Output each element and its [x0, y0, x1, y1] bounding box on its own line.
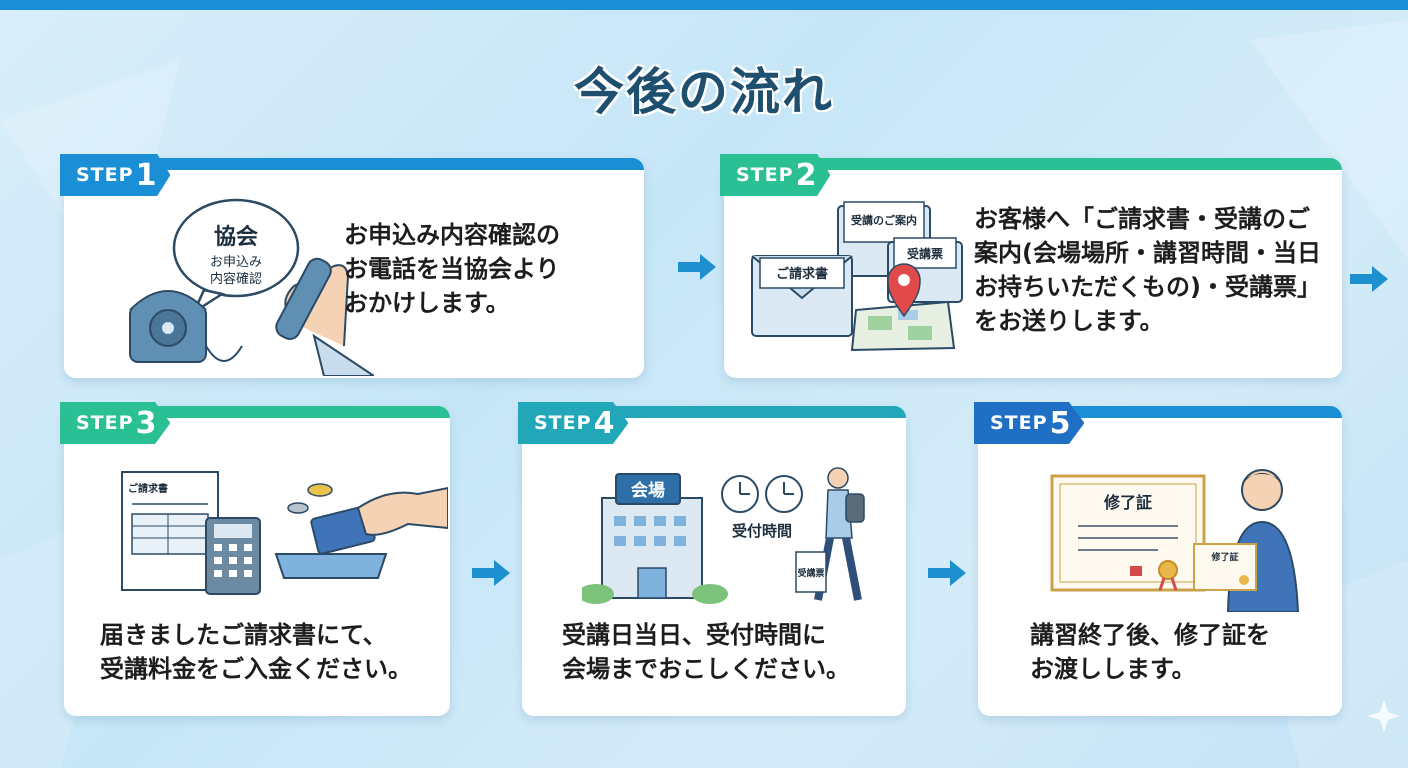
page-title: 今後の流れ — [574, 63, 834, 121]
ticket-label: 受講票 — [797, 567, 824, 579]
telephone-icon: 協会 お申込み 内容確認 — [129, 198, 374, 376]
arrow-right-icon — [1350, 266, 1388, 292]
step-5-description: 講習終了後、修了証を お渡しします。 — [1030, 618, 1270, 686]
step-3-tab: STEP 3 — [60, 402, 171, 444]
step-2-tab: STEP 2 — [720, 154, 831, 196]
text-line: 講習終了後、修了証を — [1030, 621, 1270, 649]
top-accent-bar — [0, 0, 1408, 10]
invoice-doc-title: ご請求書 — [128, 482, 168, 495]
envelope-label-ticket: 受講票 — [907, 246, 943, 261]
sparkle-icon — [1368, 700, 1400, 732]
step-number: 1 — [135, 157, 157, 193]
step-2-description: お客様へ「ご請求書・受講のご 案内(会場場所・講習時間・当日 お持ちいただくもの… — [974, 202, 1321, 338]
step-4-card: STEP 4 会場 受付時間 受講票 受講日当日、受付時間に 会場までおこしくだ… — [518, 402, 906, 716]
text-line: お申込み内容確認の — [344, 221, 560, 249]
text-line: お電話を当協会より — [344, 255, 560, 283]
bubble-line-2: 内容確認 — [210, 271, 262, 287]
text-line: をお送りします。 — [974, 307, 1164, 335]
step-3-card: STEP 3 ご請求書 届きましたご請求書にて、 受講料金をご入金ください。 — [60, 402, 450, 716]
certificate-big-title: 修了証 — [1103, 493, 1152, 512]
venue-sign: 会場 — [631, 480, 665, 501]
arrow-right-icon — [678, 254, 716, 280]
text-line: 届きましたご請求書にて、 — [100, 621, 387, 649]
step-number: 3 — [135, 405, 157, 441]
text-line: 受講日当日、受付時間に — [562, 621, 826, 649]
step-5-card: STEP 5 修了証 修了証 講習終了後、修了証を お渡しします。 — [974, 402, 1342, 716]
bubble-title: 協会 — [214, 224, 258, 250]
step-label: STEP — [736, 164, 794, 186]
step-1-card: STEP 1 協会 お申込み 内容確認 お申込み内容確認の お電話を当協会より … — [60, 154, 644, 378]
bubble-line-1: お申込み — [210, 255, 262, 270]
text-line: お持ちいただくもの)・受講票」 — [974, 273, 1321, 301]
step-3-description: 届きましたご請求書にて、 受講料金をご入金ください。 — [100, 618, 412, 686]
step-1-description: お申込み内容確認の お電話を当協会より おかけします。 — [344, 218, 560, 320]
clock-label: 受付時間 — [732, 522, 792, 540]
step-4-description: 受講日当日、受付時間に 会場までおこしください。 — [562, 618, 850, 686]
step-label: STEP — [76, 164, 134, 186]
step-number: 5 — [1049, 405, 1071, 441]
certificate-icon: 修了証 修了証 — [1050, 469, 1300, 612]
certificate-small-title: 修了証 — [1210, 551, 1238, 563]
text-line: お客様へ「ご請求書・受講のご — [974, 205, 1310, 233]
step-5-tab: STEP 5 — [974, 402, 1085, 444]
step-label: STEP — [990, 412, 1048, 434]
text-line: 受講料金をご入金ください。 — [100, 655, 412, 683]
envelope-label-guide: 受講のご案内 — [851, 213, 917, 227]
arrow-right-icon — [928, 560, 966, 586]
text-line: おかけします。 — [344, 289, 510, 317]
step-4-tab: STEP 4 — [518, 402, 629, 444]
text-line: お渡しします。 — [1030, 655, 1196, 683]
text-line: 会場までおこしください。 — [562, 655, 850, 683]
envelopes-map-icon: 受講のご案内 受講票 ご請求書 — [751, 201, 963, 352]
arrow-right-icon — [472, 560, 510, 586]
venue-building-icon: 会場 受付時間 受講票 — [582, 467, 865, 604]
step-1-tab: STEP 1 — [60, 154, 171, 196]
text-line: 案内(会場場所・講習時間・当日 — [974, 239, 1321, 267]
step-label: STEP — [76, 412, 134, 434]
step-2-card: STEP 2 受講のご案内 受講票 ご請求書 お客様へ「ご請求書・受講のご 案内… — [720, 154, 1342, 378]
envelope-label-invoice: ご請求書 — [776, 266, 828, 282]
step-number: 4 — [593, 405, 615, 441]
invoice-payment-icon: ご請求書 — [121, 471, 448, 595]
step-number: 2 — [795, 157, 817, 193]
step-label: STEP — [534, 412, 592, 434]
